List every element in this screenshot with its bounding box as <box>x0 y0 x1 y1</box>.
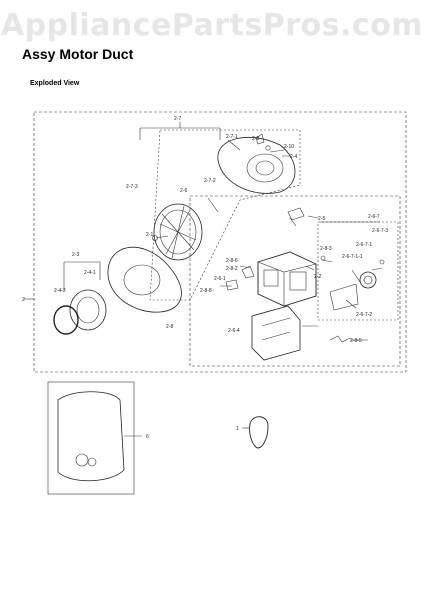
label-2-7: 2-7 <box>174 116 181 122</box>
spring-2-8-5 <box>329 335 351 343</box>
label-2-6-4: 2-6-4 <box>228 328 240 334</box>
label-6: 6 <box>146 434 149 440</box>
duct-assembly-outline <box>149 129 301 301</box>
page-title: Assy Motor Duct <box>22 46 134 62</box>
assembly-box-2 <box>33 111 407 373</box>
screw-2-10 <box>265 145 271 151</box>
label-2-5: 2-5 <box>318 216 325 222</box>
gasket-ring-part <box>53 305 79 335</box>
label-2-6-7: 2-6-7 <box>368 214 380 220</box>
part-6-box <box>47 381 135 495</box>
label-2-4-1: 2-4-1 <box>84 270 96 276</box>
belt-part <box>249 416 269 449</box>
motor-bracket-part <box>251 305 301 361</box>
assembly-box-2-6-7 <box>317 221 399 321</box>
cabinet-part <box>57 391 125 482</box>
page-subtitle: Exploded View <box>30 80 80 87</box>
label-2-8-top: 2-8 <box>252 136 259 142</box>
label-2-6-7-2: 2-6-7-2 <box>356 312 372 318</box>
label-2-4: 2-4 <box>290 154 297 160</box>
label-2-4-2: 2-4-2 <box>54 288 66 294</box>
label-2-7-1: 2-7-1 <box>226 134 238 140</box>
label-2-8-6: 2-8-6 <box>226 258 238 264</box>
motor-part <box>257 251 317 307</box>
label-2-6-7-1: 2-6-7-1 <box>356 242 372 248</box>
part-2-8-6 <box>225 279 239 291</box>
label-2: 2 <box>22 297 25 303</box>
watermark: AppliancePartsPros.com <box>0 8 424 43</box>
label-2-8-5: 2-8-5 <box>350 338 362 344</box>
label-2-6-7-1-1: 2-6-7-1-1 <box>342 254 363 260</box>
label-2-8-3: 2-8-3 <box>320 246 332 252</box>
screw-2-8-3 <box>320 255 326 261</box>
pulley-2-6-7-1 <box>359 271 377 289</box>
clip-2-5 <box>287 207 305 221</box>
label-2-1: 2-1 <box>146 232 153 238</box>
label-2-10: 2-10 <box>284 144 294 150</box>
label-2-6-1: 2-6-1 <box>214 276 226 282</box>
label-2-7-3: 2-7-3 <box>126 184 138 190</box>
label-1: 1 <box>236 426 239 432</box>
housing-ring-part <box>69 289 107 331</box>
bracket-2-6-7-2 <box>329 283 359 311</box>
label-2-6-7-3: 2-6-7-3 <box>372 228 388 234</box>
assembly-box-2-8 <box>189 195 401 367</box>
duct-cover-part <box>217 137 296 194</box>
screw-2-6-7-3 <box>379 259 385 265</box>
label-2-3: 2-3 <box>72 252 79 258</box>
label-2-8-2: 2-8-2 <box>226 266 238 272</box>
label-2-8: 2-8 <box>166 324 173 330</box>
duct-plate-part <box>107 246 182 313</box>
label-2-7-2: 2-7-2 <box>204 178 216 184</box>
label-2-2: 2-2 <box>314 274 321 280</box>
label-2-6: 2-6 <box>180 188 187 194</box>
label-2-8-8: 2-8-8 <box>200 288 212 294</box>
fan-part <box>153 203 203 261</box>
part-2-8-top <box>255 133 265 145</box>
